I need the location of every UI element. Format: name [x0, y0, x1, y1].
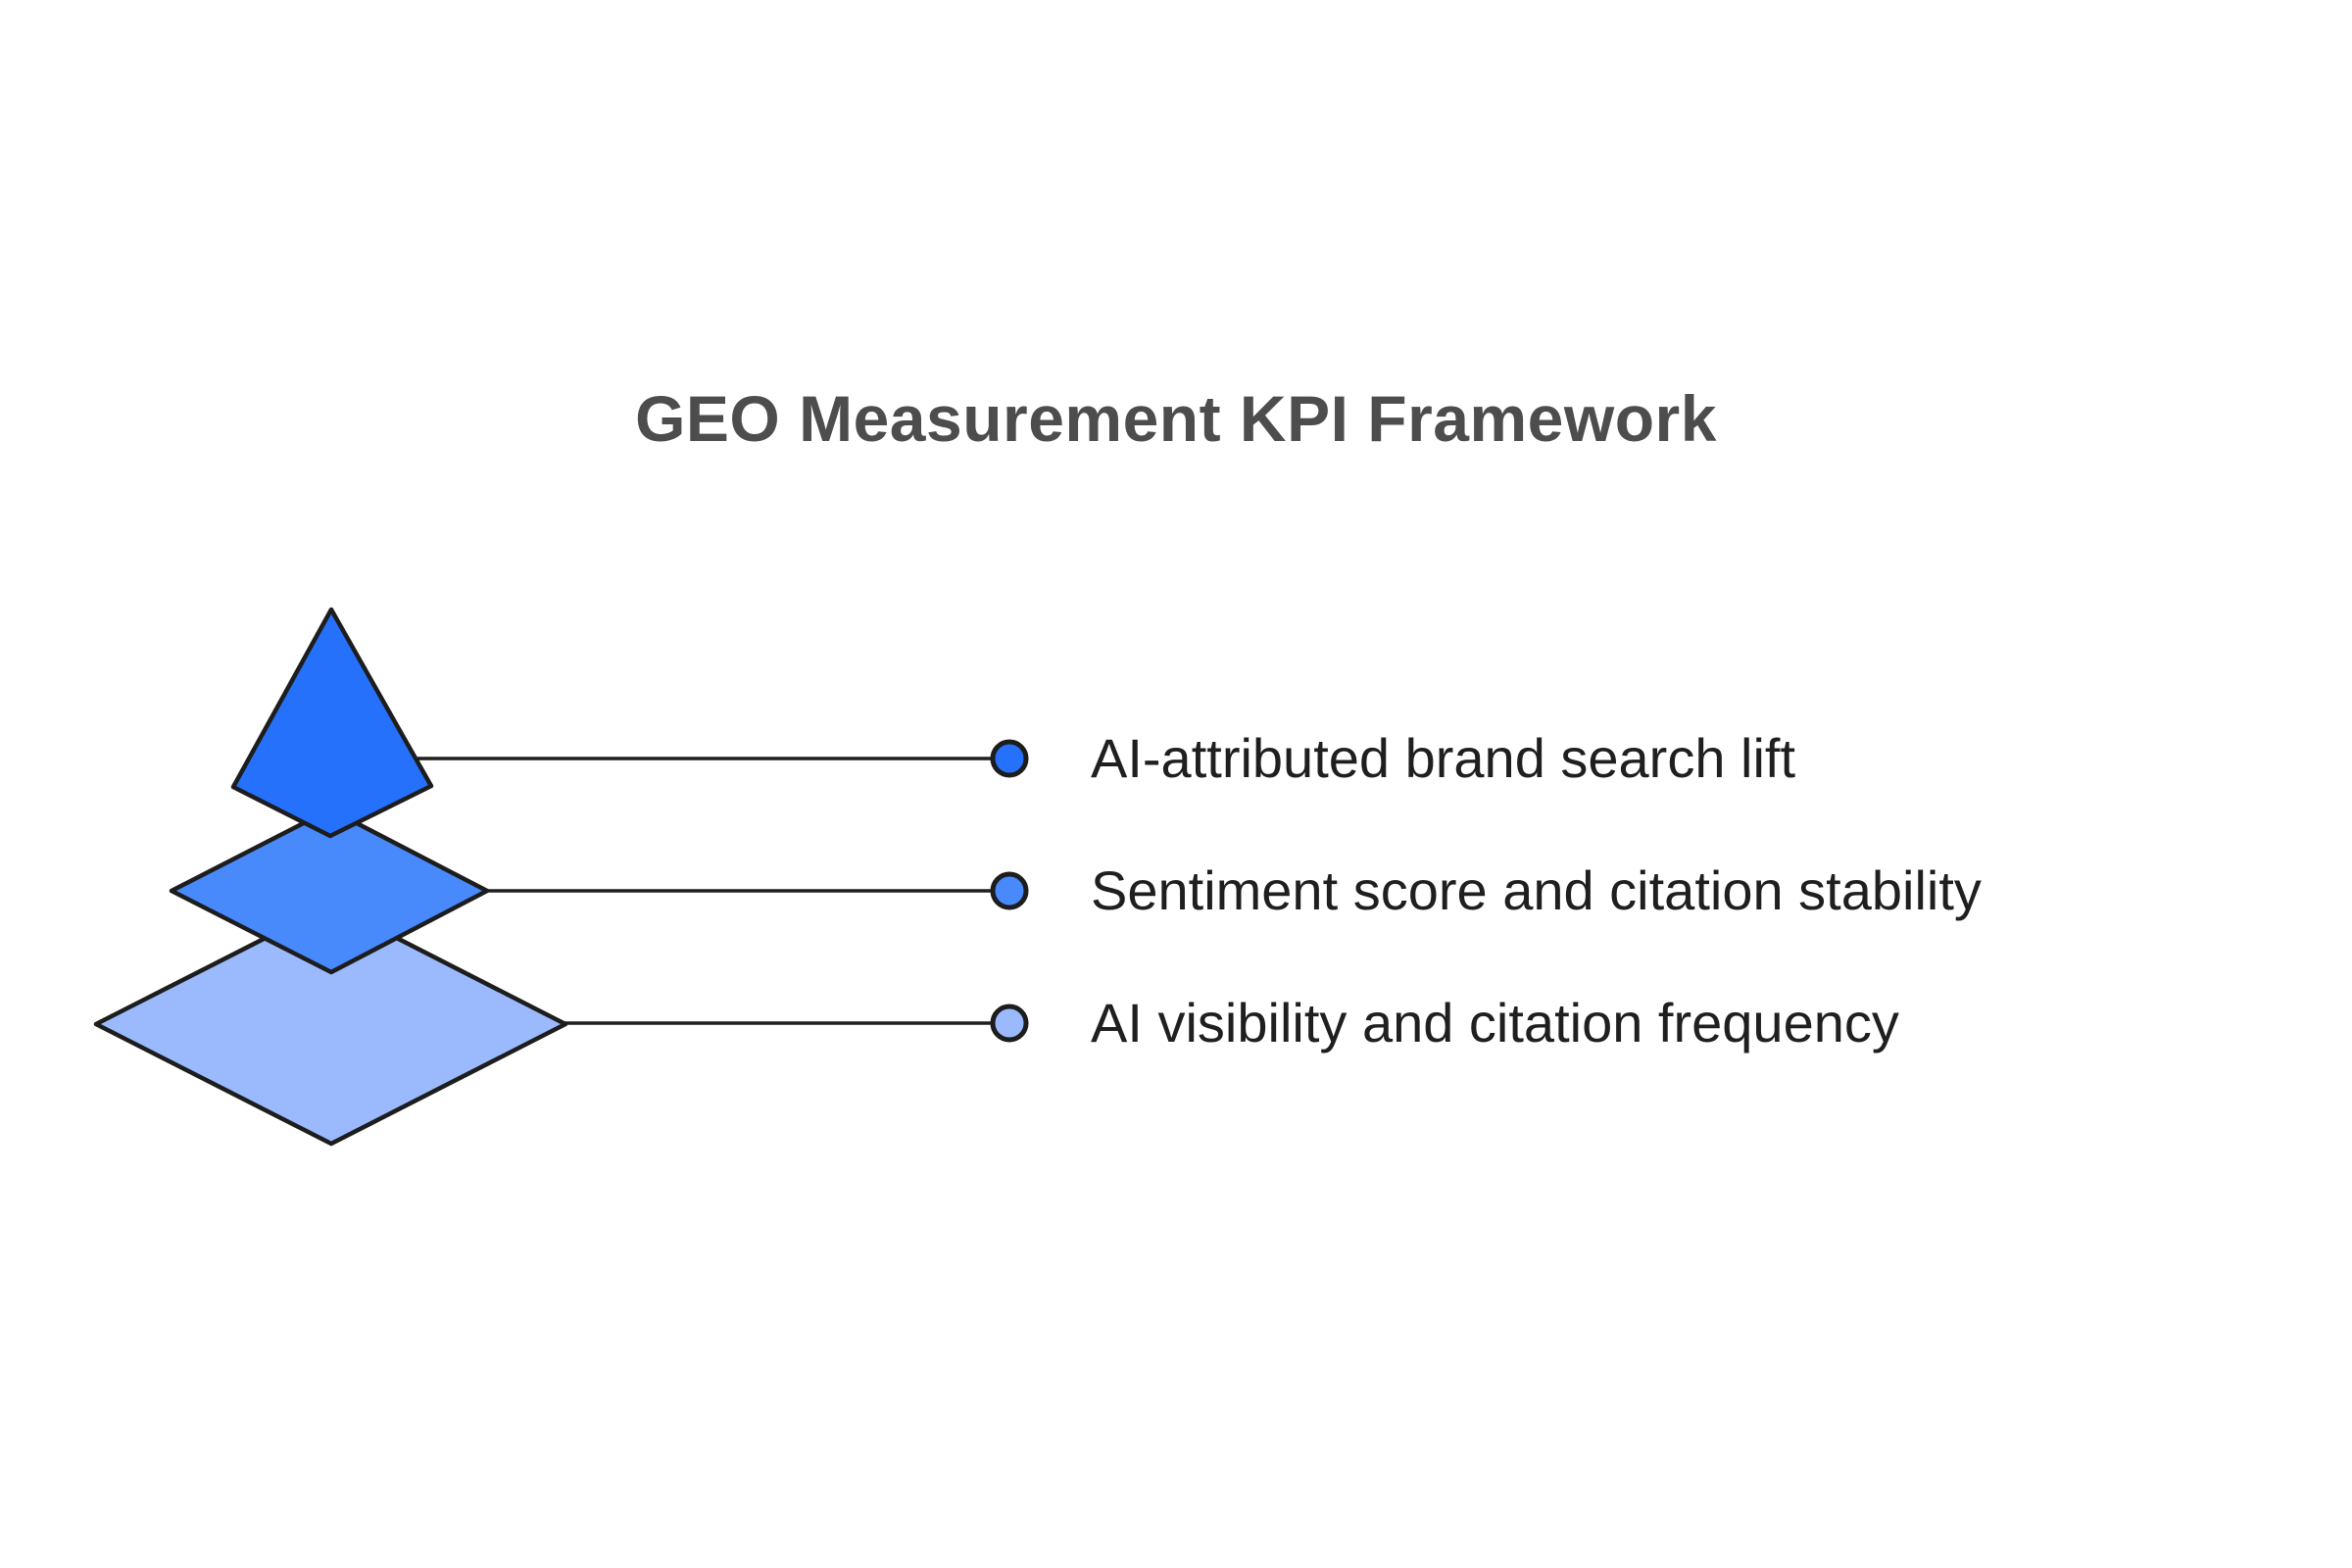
pyramid-level-1-shape: [230, 607, 434, 839]
level-1-marker-dot-icon: [990, 739, 1029, 778]
level-3-marker-dot-icon: [990, 1004, 1029, 1043]
level-1-label: AI-attributed brand search lift: [1091, 727, 1796, 789]
pyramid-level-3-shape: [93, 902, 568, 1147]
level-3-label: AI visibility and citation frequency: [1091, 992, 1899, 1054]
diagram-title: GEO Measurement KPI Framework: [635, 382, 1717, 455]
pyramid-level-2-shape: [169, 807, 490, 975]
level-2-marker-dot-icon: [990, 871, 1029, 910]
level-2-label: Sentiment score and citation stability: [1091, 859, 1982, 921]
